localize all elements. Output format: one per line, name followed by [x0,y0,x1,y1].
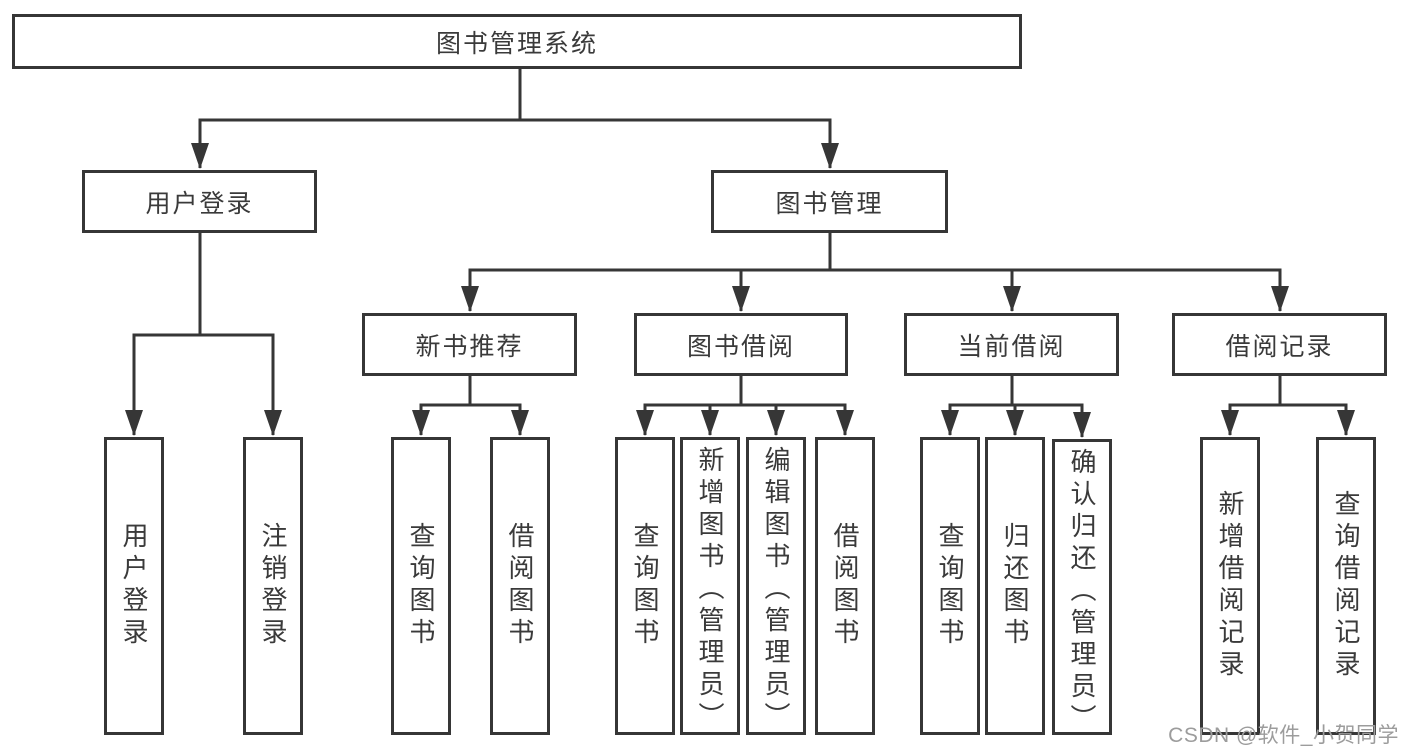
leaf-return-books: 归还图书 [985,437,1045,735]
leaf-borrow-books-recommend: 借阅图书 [490,437,550,735]
node-borrowing-records: 借阅记录 [1172,313,1387,376]
node-book-borrowing: 图书借阅 [634,313,848,376]
leaf-add-borrow-record: 新增借阅记录 [1200,437,1260,735]
leaf-query-borrow-record: 查询借阅记录 [1316,437,1376,735]
leaf-logout: 注销登录 [243,437,303,735]
leaf-query-books-recommend: 查询图书 [391,437,451,735]
csdn-watermark: CSDN @软件_小贺同学 [1168,724,1399,747]
leaf-confirm-return-admin: 确认归还（管理员） [1052,439,1112,736]
leaf-user-login: 用户登录 [104,437,164,735]
node-user-login: 用户登录 [82,170,317,233]
node-root-system: 图书管理系统 [12,14,1022,69]
node-current-borrowing: 当前借阅 [904,313,1119,376]
leaf-add-book-admin: 新增图书（管理员） [680,437,740,735]
leaf-edit-book-admin: 编辑图书（管理员） [746,437,806,735]
leaf-query-books-current: 查询图书 [920,437,980,735]
leaf-borrow-books-borrow: 借阅图书 [815,437,875,735]
node-book-management: 图书管理 [711,170,948,233]
leaf-query-books-borrow: 查询图书 [615,437,675,735]
node-new-book-recommend: 新书推荐 [362,313,577,376]
